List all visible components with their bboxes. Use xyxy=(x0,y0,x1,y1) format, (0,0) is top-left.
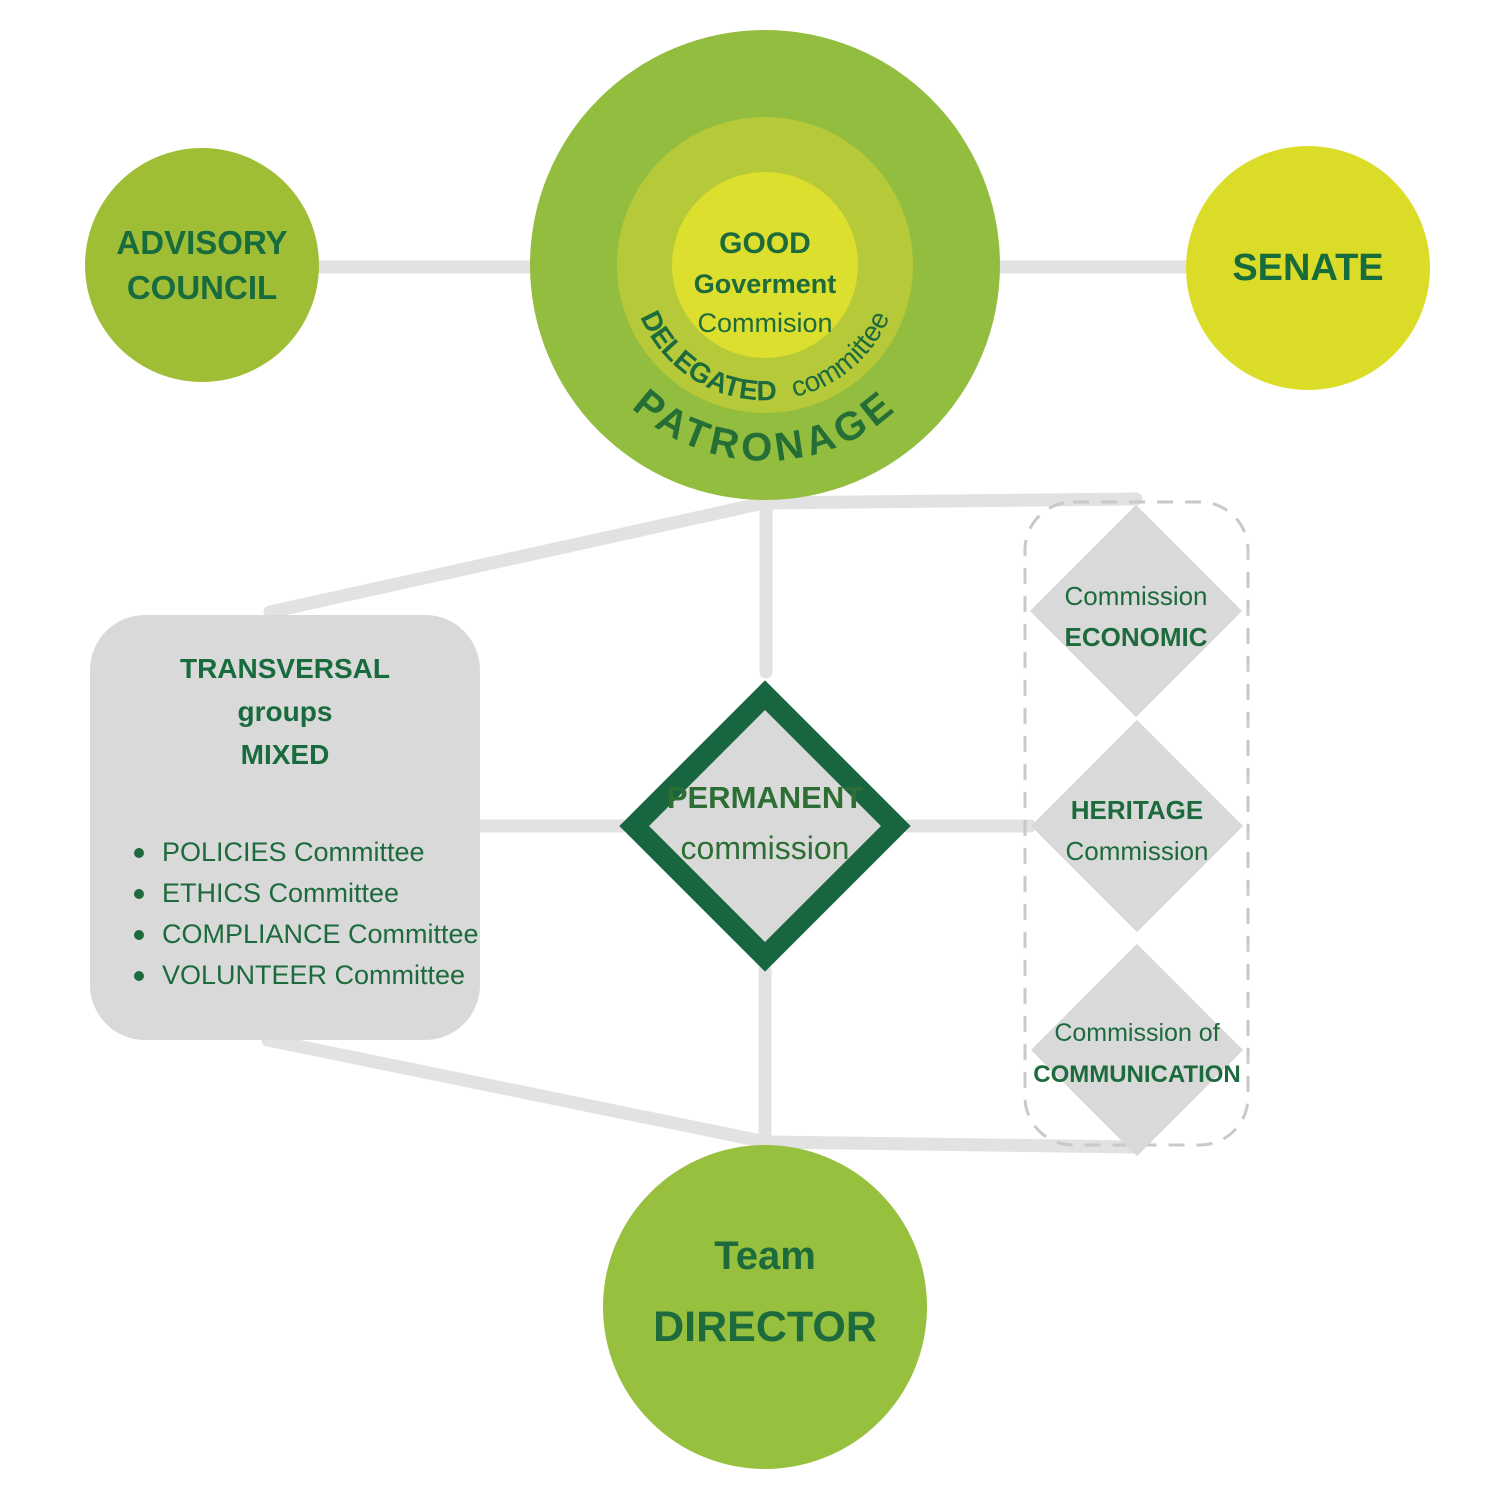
advisory-council-node: ADVISORY COUNCIL xyxy=(85,148,319,382)
good-government-line2: Goverment xyxy=(694,269,837,299)
bullet-icon xyxy=(134,847,144,858)
economic-label-line2: ECONOMIC xyxy=(1064,622,1208,652)
heritage-label-line1: HERITAGE xyxy=(1070,795,1204,825)
team-director-label-line2: DIRECTOR xyxy=(653,1303,877,1351)
economic-label-line1: Commission xyxy=(1064,581,1208,611)
connector-transversal-director xyxy=(261,1033,773,1149)
team-director-label-line1: Team xyxy=(714,1234,816,1278)
list-item-label: ETHICS Committee xyxy=(162,878,400,908)
heritage-label-line2: Commission xyxy=(1065,836,1209,866)
list-item-label: VOLUNTEER Committee xyxy=(162,960,466,990)
permanent-label-line1: PERMANENT xyxy=(666,780,864,815)
transversal-title-line1: TRANSVERSAL xyxy=(179,653,390,684)
list-item-label: COMPLIANCE Committee xyxy=(162,919,479,949)
bullet-icon xyxy=(134,929,144,940)
advisory-council-label-line2: COUNCIL xyxy=(126,269,278,306)
list-item: ETHICS Committee xyxy=(134,873,480,914)
list-item-label: POLICIES Committee xyxy=(162,837,425,867)
good-government-line3: Commision xyxy=(697,308,832,338)
permanent-label-line2: commission xyxy=(680,830,850,866)
transversal-groups-panel: TRANSVERSAL groups MIXED POLICIES Commit… xyxy=(90,615,480,1040)
advisory-council-label-line1: ADVISORY xyxy=(116,224,288,261)
good-government-line1: GOOD xyxy=(719,227,811,260)
list-item: VOLUNTEER Committee xyxy=(134,955,480,996)
heritage-commission-label: HERITAGE Commission xyxy=(1007,790,1267,872)
list-item: COMPLIANCE Committee xyxy=(134,914,480,955)
bullet-icon xyxy=(134,888,144,899)
connector-patronage-transversal xyxy=(263,495,775,619)
permanent-commission-label: PERMANENT commission xyxy=(615,780,915,867)
connector-patronage-commissions xyxy=(761,492,1143,510)
communication-commission-label: Commission of COMMUNICATION xyxy=(1007,1013,1267,1095)
transversal-committee-list: POLICIES Committee ETHICS Committee COMP… xyxy=(90,832,480,996)
senate-node: SENATE xyxy=(1186,146,1430,390)
transversal-title-line2: groups xyxy=(237,696,333,727)
team-director-node: Team DIRECTOR xyxy=(603,1145,927,1469)
communication-label-line1: Commission of xyxy=(1054,1019,1220,1047)
commissions-group-outline xyxy=(1023,500,1250,1147)
patronage-node: GOOD Goverment Commision DELEGATED commi… xyxy=(530,30,1000,500)
connector-commissions-director xyxy=(759,1135,1143,1154)
communication-label-line2: COMMUNICATION xyxy=(1033,1061,1241,1088)
bullet-icon xyxy=(134,970,144,981)
patronage-inner-circle xyxy=(672,172,858,358)
transversal-title-line3: MIXED xyxy=(240,739,330,770)
senate-label: SENATE xyxy=(1232,246,1384,289)
economic-commission-label: Commission ECONOMIC xyxy=(1006,576,1266,658)
list-item: POLICIES Committee xyxy=(134,832,480,873)
